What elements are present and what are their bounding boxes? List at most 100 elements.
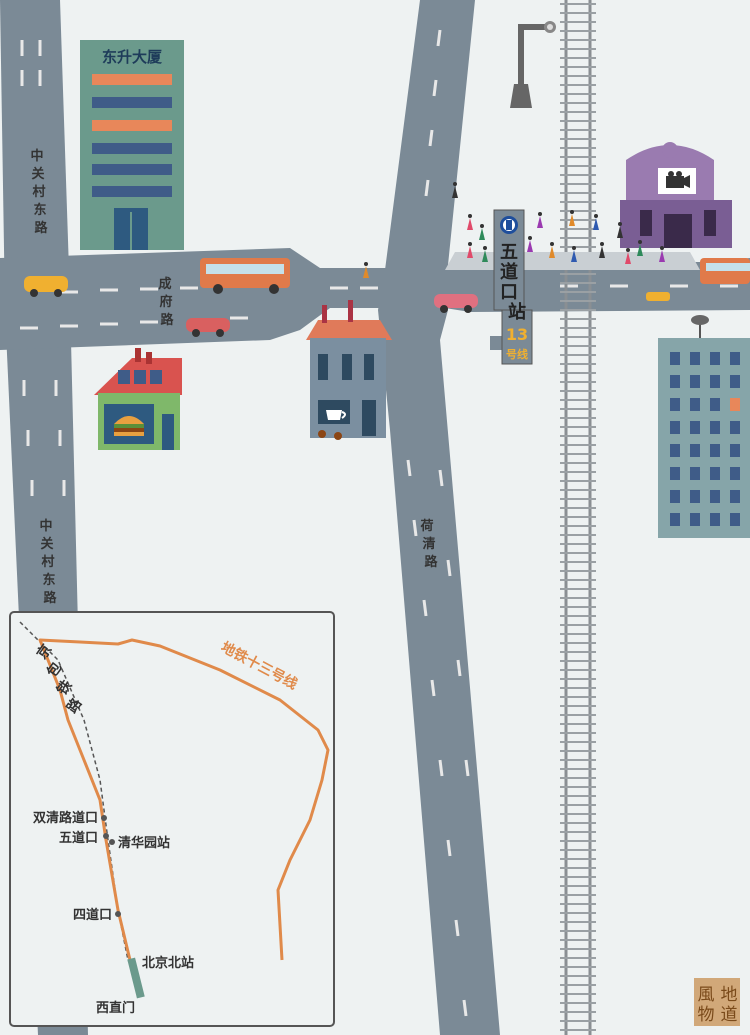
apartment-window [730, 490, 740, 503]
pedestrian-head [570, 210, 574, 214]
inset-stop-dot-qinghuayuan [109, 839, 115, 845]
pedestrian [569, 214, 575, 226]
pedestrian-head [538, 212, 542, 216]
apartment-window [730, 421, 740, 434]
pedestrian [625, 252, 631, 264]
road-label-zhongguancun-upper-5: 路 [34, 220, 48, 236]
building-dongsheng-windows [92, 74, 172, 197]
inset-subway-line [38, 638, 330, 997]
bus-right [700, 258, 750, 284]
station-name-char-2: 道 [500, 261, 518, 283]
camera-icon [666, 171, 690, 188]
pedestrian [452, 186, 458, 198]
inset-stop-qinghuayuan: 清华园站 [118, 835, 170, 851]
road-label-heqing-1: 荷 [419, 518, 433, 534]
building-dongsheng-label: 东升大厦 [102, 48, 163, 66]
road-label-zhongguancun-upper-4: 东 [33, 202, 46, 218]
station-name-char-1: 五 [500, 242, 518, 263]
road-label-zhongguancun-lower-1: 中 [39, 518, 52, 534]
apartment-window [730, 444, 740, 457]
small-taxi [646, 292, 670, 301]
inset-stop-sidaokou: 四道口 [73, 907, 112, 923]
pedestrian-head [483, 246, 487, 250]
burger-shop [94, 348, 182, 450]
road-label-zhongguancun-lower-3: 村 [41, 554, 54, 570]
apartment-window [730, 375, 740, 388]
road-label-chengfu-2: 府 [159, 294, 172, 310]
pedestrian-head [550, 242, 554, 246]
apartment-window [670, 352, 680, 365]
seal-char-3: 風 [698, 985, 715, 1005]
pedestrian-head [618, 222, 622, 226]
apartment-window [730, 352, 740, 365]
inset-stop-beijingbei: 北京北站 [142, 955, 194, 971]
pedestrian [617, 226, 623, 238]
pedestrian-head [638, 240, 642, 244]
pedestrian [527, 240, 533, 252]
apartment-window [670, 398, 680, 411]
road-label-heqing-3: 路 [424, 554, 438, 570]
apartment-window [670, 421, 680, 434]
pedestrian [467, 246, 473, 258]
building-dongsheng: 东升大厦 [80, 40, 184, 250]
seal-char-1: 地 [721, 985, 738, 1005]
apartment-window [710, 398, 720, 411]
apartment-building [658, 315, 750, 538]
station-name-char-3: 口 [500, 282, 518, 303]
road-label-zhongguancun-upper-1: 中 [30, 148, 43, 164]
pedestrian-head [468, 242, 472, 246]
apartment-window [710, 375, 720, 388]
apartment-window [690, 421, 700, 434]
apartment-window [730, 467, 740, 480]
apartment-window [670, 375, 680, 388]
apartment-window [690, 467, 700, 480]
station-sign: 五 道 口 站 13 号线 [490, 209, 533, 365]
burger-icon [114, 416, 144, 436]
apartment-window [710, 352, 720, 365]
apartment-window [690, 490, 700, 503]
pedestrian [467, 218, 473, 230]
inset-map: 京 包 铁 路 地铁十三号线 双清路道口 五道口 清华园站 四道口 北京北站 西… [9, 611, 335, 1027]
crowd-people [363, 182, 665, 278]
apartment-window [670, 467, 680, 480]
station-name-char-4: 站 [508, 301, 526, 323]
station-line-suffix: 号线 [506, 347, 528, 361]
pedestrian [659, 250, 665, 262]
railway-track [560, 0, 596, 1035]
pedestrian-head [453, 182, 457, 186]
road-label-zhongguancun-lower-5: 路 [43, 590, 57, 606]
coffee-cup-icon [326, 410, 346, 420]
apartment-window [710, 513, 720, 526]
station-line-number: 13 [506, 325, 528, 344]
pedestrian-head [626, 248, 630, 252]
pedestrian-head [528, 236, 532, 240]
apartment-window [670, 513, 680, 526]
road-label-zhongguancun-lower-4: 东 [42, 572, 55, 588]
apartment-window [710, 467, 720, 480]
pedestrian-head [572, 246, 576, 250]
pedestrian-head [600, 242, 604, 246]
cinema-building [620, 142, 732, 248]
apartment-window [710, 490, 720, 503]
apartment-window [690, 398, 700, 411]
road-heqing [378, 0, 500, 1035]
pedestrian [482, 250, 488, 262]
red-car [186, 318, 230, 337]
apartment-window [710, 421, 720, 434]
road-label-chengfu-3: 路 [160, 312, 174, 328]
pedestrian-head [364, 262, 368, 266]
road-label-zhongguancun-upper-2: 关 [31, 166, 44, 182]
seal-stamp: 地 道 風 物 [694, 978, 740, 1026]
apartment-window [690, 352, 700, 365]
road-label-heqing-2: 清 [422, 536, 435, 552]
inset-stop-dot-sidaokou [115, 911, 121, 917]
pedestrian [571, 250, 577, 262]
pedestrian [537, 216, 543, 228]
apartment-window [690, 375, 700, 388]
apartment-window [730, 398, 740, 411]
inset-beijingbei-platform [127, 957, 145, 999]
satellite-dish-icon [691, 315, 709, 338]
inset-railway-line [19, 621, 135, 971]
bus [200, 258, 290, 294]
